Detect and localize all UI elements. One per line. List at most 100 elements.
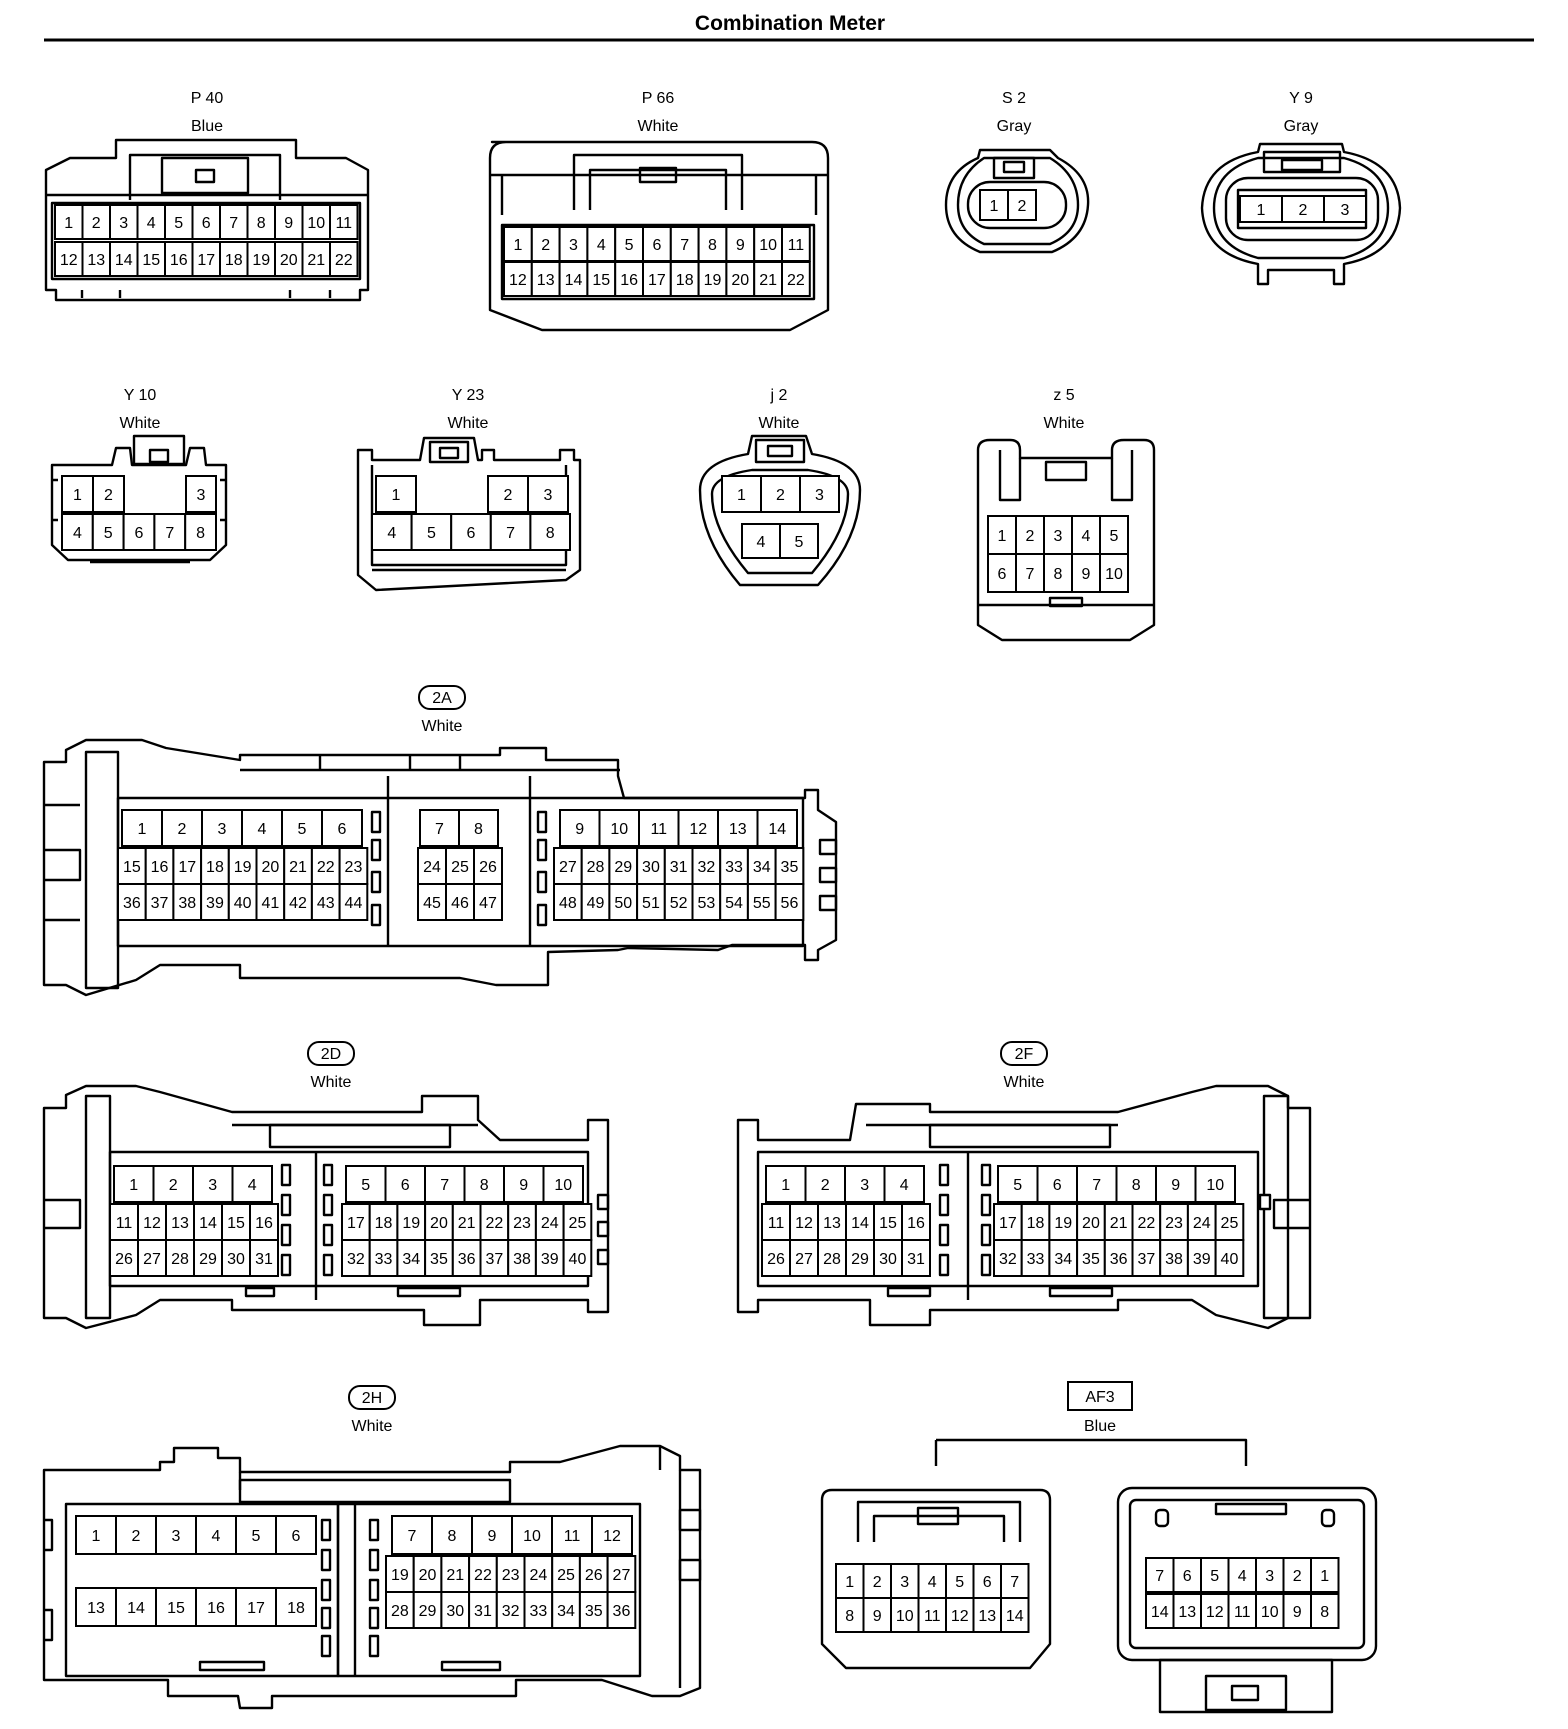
pin-number: 26 <box>479 859 497 876</box>
label-s2: S 2 <box>1002 90 1026 107</box>
pin-number: 39 <box>206 895 224 912</box>
pin-number: 5 <box>298 821 307 838</box>
pin-number: 13 <box>978 1608 996 1625</box>
pin-number: 27 <box>795 1251 813 1268</box>
pin-number: 14 <box>768 821 786 838</box>
pin-cavity <box>1015 553 1045 593</box>
pin-number: 14 <box>127 1600 145 1617</box>
color-2h: White <box>352 1418 393 1435</box>
pin-cavity <box>109 204 139 240</box>
pin-number: 1 <box>513 237 522 254</box>
pin-number: 6 <box>338 821 347 838</box>
pin-cavity <box>155 1587 197 1627</box>
pin-number: 8 <box>257 215 266 232</box>
pin-number: 18 <box>287 1600 305 1617</box>
pin-number: 12 <box>603 1528 621 1545</box>
pin-number: 2 <box>178 821 187 838</box>
pin-number: 4 <box>1238 1568 1247 1585</box>
pin-number: 6 <box>983 1574 992 1591</box>
pin-cavity <box>195 1587 237 1627</box>
pin-number: 31 <box>907 1251 925 1268</box>
color-y23: White <box>448 415 489 432</box>
pin-number: 23 <box>1165 1215 1183 1232</box>
pin-cavity <box>1103 1239 1134 1277</box>
pin-number: 7 <box>165 525 174 542</box>
label-p40: P 40 <box>191 90 224 107</box>
pin-number: 7 <box>1092 1177 1101 1194</box>
pin-cavity <box>677 809 719 847</box>
pin-number: 21 <box>1110 1215 1128 1232</box>
pin-cavity <box>310 847 341 885</box>
pin-cavity <box>463 1165 505 1203</box>
label-2h: 2H <box>362 1390 382 1407</box>
pin-number: 2 <box>873 1574 882 1591</box>
connector-labels: P 40 Blue P 66 White S 2 Gray Y 9 Gray Y… <box>120 90 1319 1435</box>
pin-cavity <box>507 1239 537 1277</box>
pin-number: 5 <box>252 1528 261 1545</box>
color-2a: White <box>422 718 463 735</box>
pin-number: 41 <box>261 895 279 912</box>
pin-cavity <box>235 1515 277 1555</box>
pin-number: 3 <box>815 487 824 504</box>
pin-number: 7 <box>680 237 689 254</box>
pin-number: 8 <box>546 525 555 542</box>
pin-number: 1 <box>845 1574 854 1591</box>
pin-cavity <box>117 883 147 921</box>
pin-cavity <box>1310 1557 1340 1593</box>
pin-number: 26 <box>767 1251 785 1268</box>
pin-number: 26 <box>585 1567 603 1584</box>
pin-number: 8 <box>448 1528 457 1545</box>
pin-number: 15 <box>123 859 141 876</box>
pin-number: 28 <box>171 1251 189 1268</box>
pin-number: 5 <box>1013 1177 1022 1194</box>
pin-number: 5 <box>955 1574 964 1591</box>
pin-cavity <box>972 1563 1002 1599</box>
pin-number: 7 <box>1026 566 1035 583</box>
pin-cavity <box>200 847 230 885</box>
pin-number: 51 <box>642 895 660 912</box>
pin-number: 15 <box>227 1215 245 1232</box>
pin-number: 16 <box>207 1600 225 1617</box>
color-z5: White <box>1044 415 1085 432</box>
pin-cavity <box>468 1555 498 1593</box>
pin-number: 2 <box>776 487 785 504</box>
pin-cavity <box>144 847 175 885</box>
pin-cavity <box>697 261 728 297</box>
pin-number: 56 <box>781 895 799 912</box>
pin-number: 12 <box>795 1215 813 1232</box>
pin-number: 35 <box>430 1251 448 1268</box>
pin-number: 8 <box>196 525 205 542</box>
label-y10: Y 10 <box>124 387 157 404</box>
pin-number: 13 <box>729 821 747 838</box>
pin-number: 20 <box>731 272 749 289</box>
pin-number: 33 <box>375 1251 393 1268</box>
label-p66: P 66 <box>642 90 675 107</box>
housing-j2 <box>698 434 862 587</box>
pin-number: 4 <box>258 821 267 838</box>
pin-number: 2 <box>1299 202 1308 219</box>
pin-number: 10 <box>1105 566 1123 583</box>
pin-cavity <box>458 809 499 847</box>
pin-cavity <box>137 1203 167 1241</box>
pin-number: 36 <box>613 1603 631 1620</box>
pin-number: 7 <box>506 525 515 542</box>
pin-number: 3 <box>1265 1568 1274 1585</box>
pin-number: 16 <box>620 272 638 289</box>
housing-s2 <box>944 148 1090 254</box>
pin-cavity <box>440 1591 471 1629</box>
pin-number: 1 <box>998 528 1007 545</box>
pin-number: 2 <box>821 1177 830 1194</box>
pin-number: 37 <box>1137 1251 1155 1268</box>
pin-cavity <box>883 1165 925 1203</box>
pin-number: 31 <box>255 1251 273 1268</box>
pin-number: 23 <box>513 1215 531 1232</box>
pin-number: 10 <box>759 237 777 254</box>
pin-number: 2 <box>169 1177 178 1194</box>
pin-number: 14 <box>199 1215 217 1232</box>
pin-number: 17 <box>999 1215 1017 1232</box>
pin-number: 17 <box>648 272 666 289</box>
pin-number: 17 <box>178 859 196 876</box>
pin-number: 9 <box>736 237 745 254</box>
pin-cavity <box>789 1239 819 1277</box>
